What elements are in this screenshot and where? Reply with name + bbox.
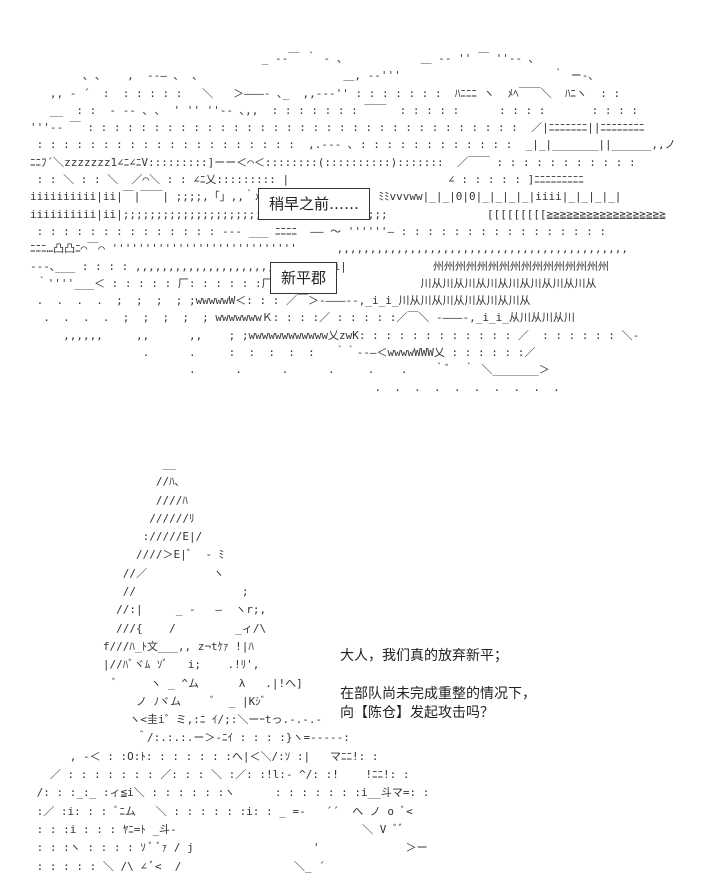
character-ascii-art: __ //ﾊ､ ////ﾊ //////ﾘ ://///E|/ ////＞E|ﾞ… bbox=[36, 457, 430, 873]
dialogue-text: 大人，我们真的放弃新平； 在部队尚未完成重整的情况下， 向【陈仓】发起攻击吗？ bbox=[340, 647, 536, 723]
place-caption-box: 新平郡 bbox=[270, 262, 338, 294]
dialogue-line: 在部队尚未完成重整的情况下， bbox=[340, 686, 536, 702]
landscape-ascii-art: _ -‐￣ ｀ ‐ 、 ＿ -‐ '' ￣ ''‐- ､ ､ ､ , -‐― ､… bbox=[30, 52, 676, 394]
place-caption: 新平郡 bbox=[281, 269, 327, 287]
time-caption-box: 稍早之前…… bbox=[258, 188, 371, 220]
time-caption: 稍早之前…… bbox=[269, 195, 360, 213]
dialogue-line: 向【陈仓】发起攻击吗？ bbox=[340, 705, 494, 721]
dialogue-line: 大人，我们真的放弃新平； bbox=[340, 648, 508, 664]
